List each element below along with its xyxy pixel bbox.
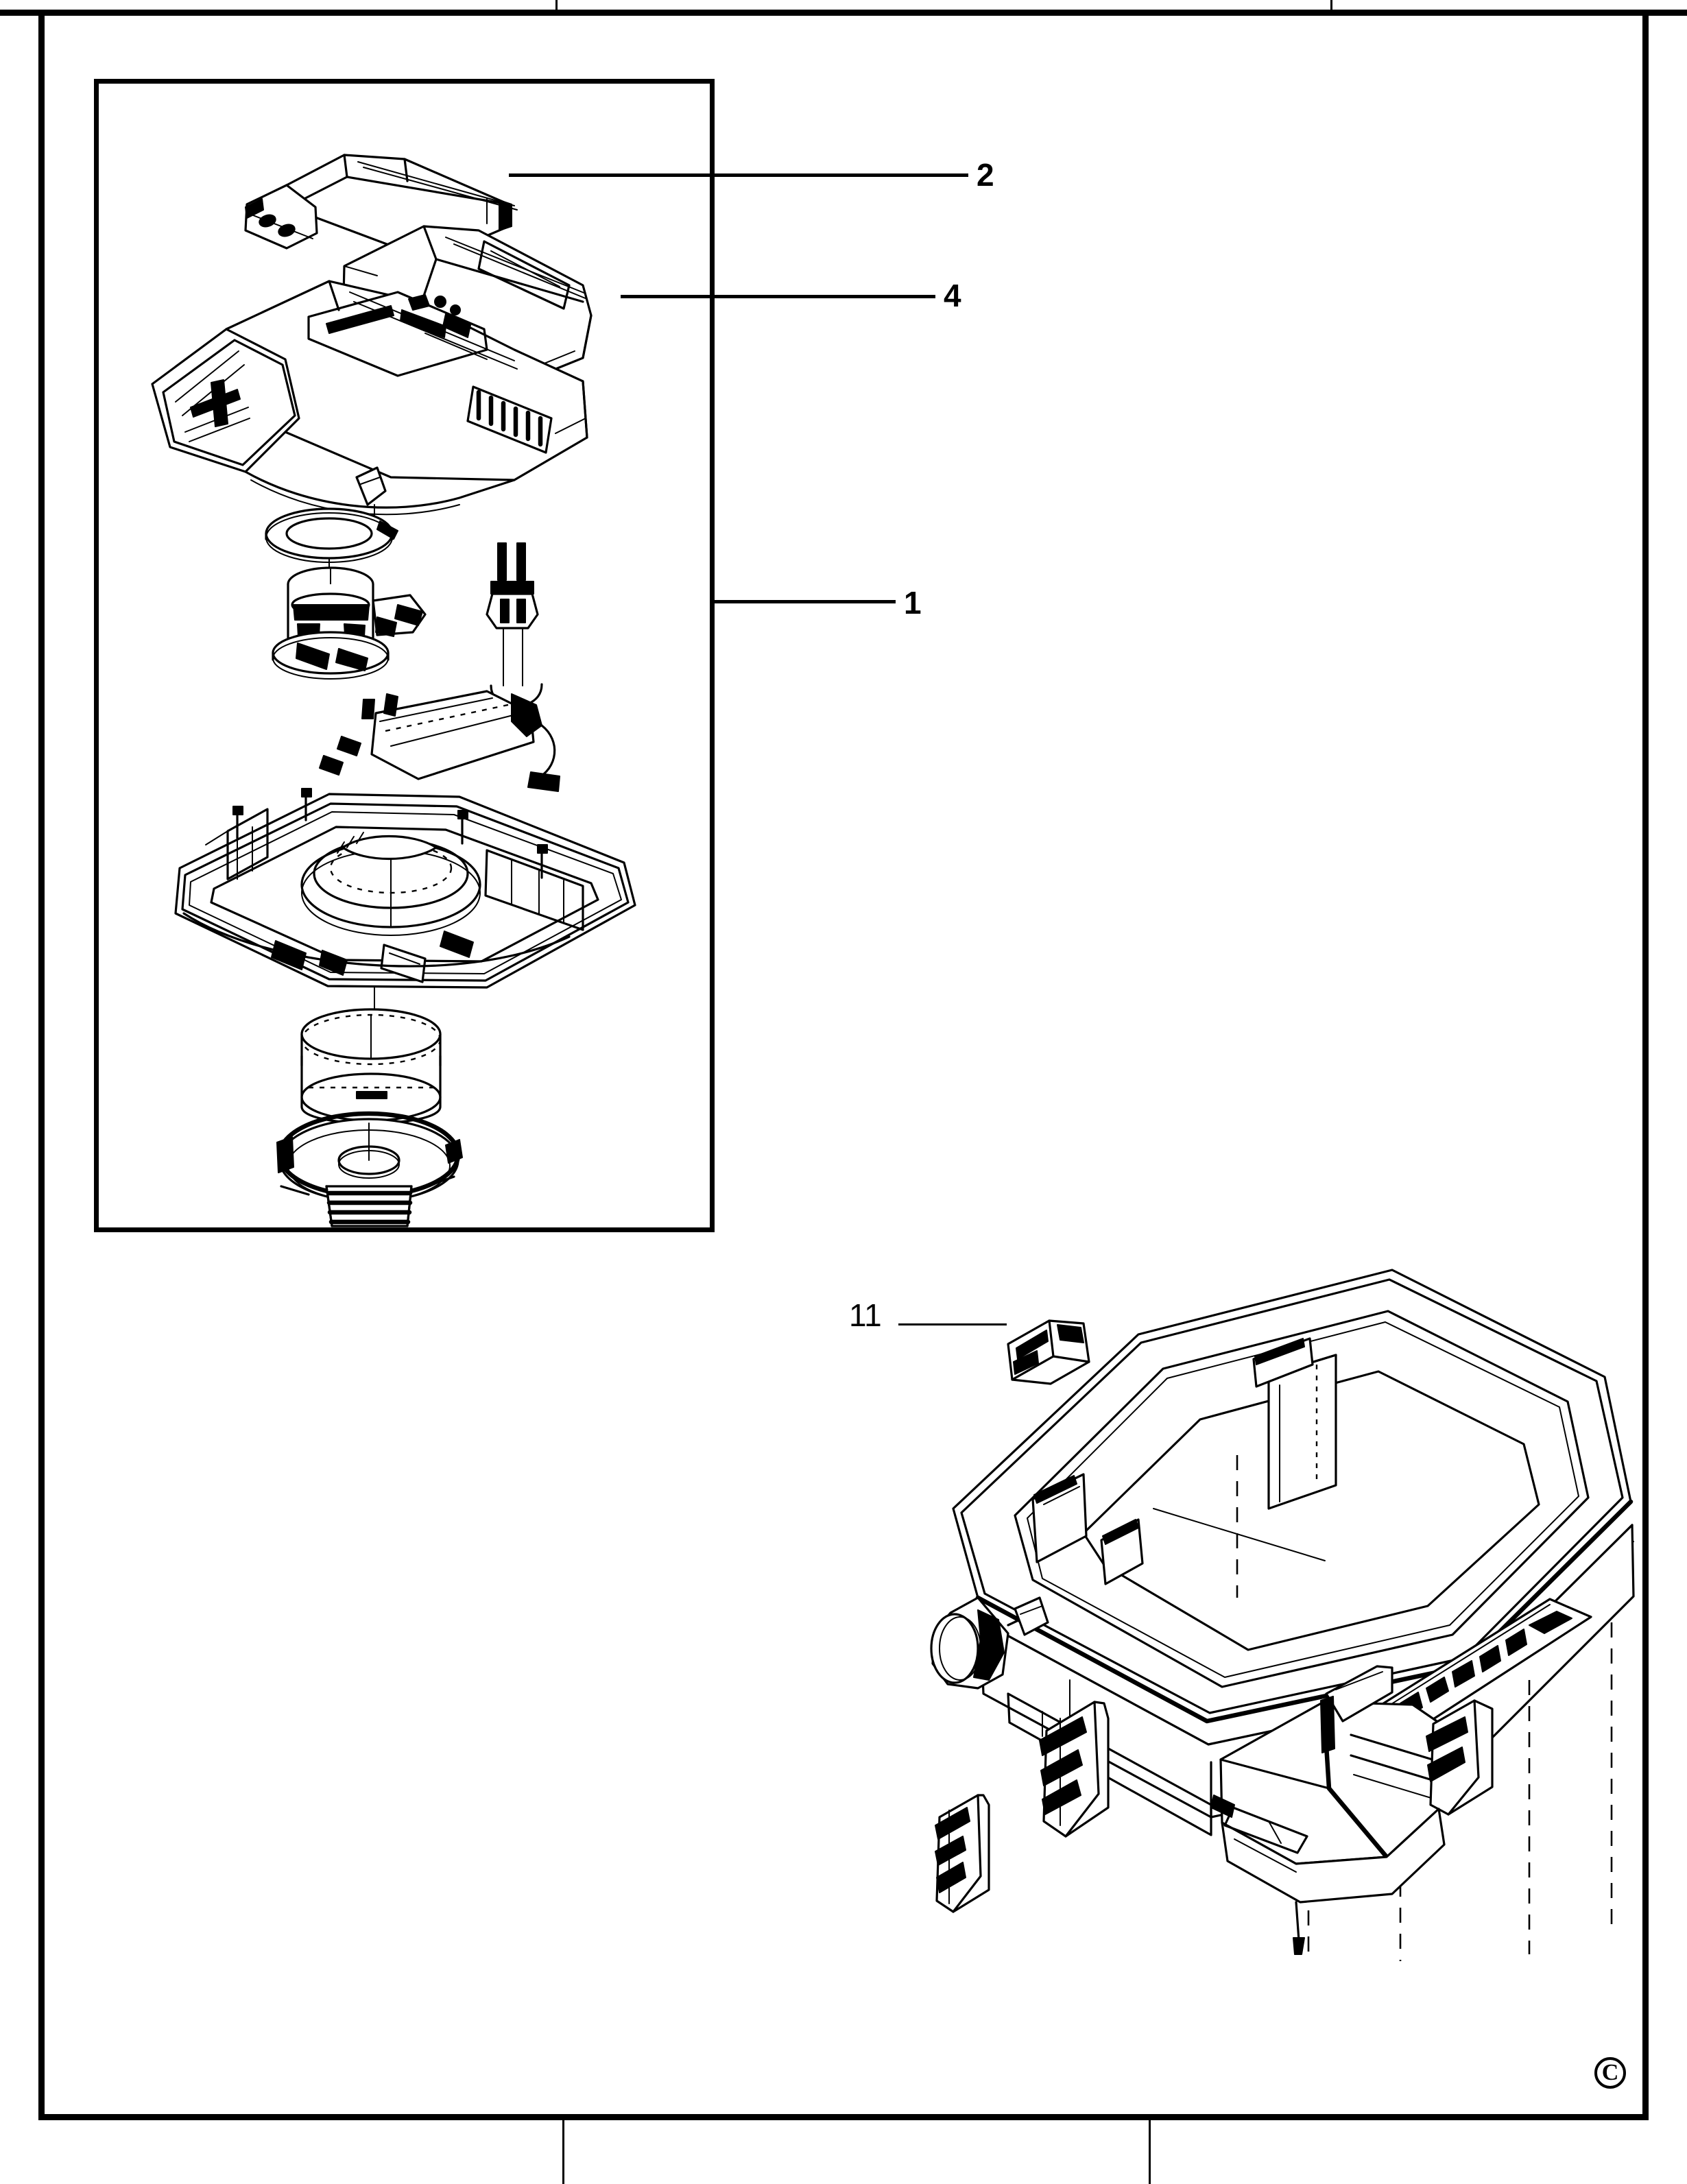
front-caster-part — [935, 1794, 990, 1913]
filter-retainer-disc — [276, 1111, 463, 1203]
callout-label-11: 11 — [849, 1297, 882, 1333]
axle-bracket-part — [1210, 1665, 1494, 1955]
head-base-plate — [174, 788, 636, 989]
leader-line-1 — [715, 600, 896, 603]
sheet-border-right — [1642, 10, 1649, 2120]
callout-label-4: 4 — [944, 278, 961, 313]
motor-head-assembly-art — [103, 96, 720, 1227]
callout-label-1: 1 — [904, 585, 922, 621]
motor-mount-screws — [486, 542, 543, 708]
float-cage — [300, 1008, 442, 1125]
titleblock-divider — [562, 2120, 564, 2184]
drain-plug — [325, 1185, 413, 1227]
leader-line-2 — [509, 173, 968, 177]
leader-line-4 — [621, 295, 935, 298]
sheet-border-left — [38, 10, 45, 2120]
sheet-tick-mark — [1330, 0, 1332, 12]
power-cord — [319, 690, 560, 792]
carry-handle-part — [244, 154, 518, 252]
copyright-icon: C — [1594, 2057, 1626, 2089]
sheet-border-bottom — [38, 2114, 1649, 2120]
leader-line-11 — [898, 1323, 1007, 1325]
float-seat — [300, 832, 481, 936]
motor-assembly — [272, 566, 427, 680]
sheet-tick-mark — [555, 0, 558, 12]
callout-label-2: 2 — [977, 157, 994, 193]
tank-latch-part — [1007, 1319, 1090, 1385]
hose-inlet-port — [930, 1596, 1049, 1690]
tank-assembly-art — [912, 1214, 1639, 1982]
titleblock-divider — [1149, 2120, 1151, 2184]
motor-housing-part — [151, 280, 588, 516]
rear-caster-part — [1039, 1701, 1110, 1838]
motor-gasket-ring — [265, 507, 398, 563]
sheet-border-top — [0, 10, 1687, 16]
vent-grille — [466, 385, 553, 454]
